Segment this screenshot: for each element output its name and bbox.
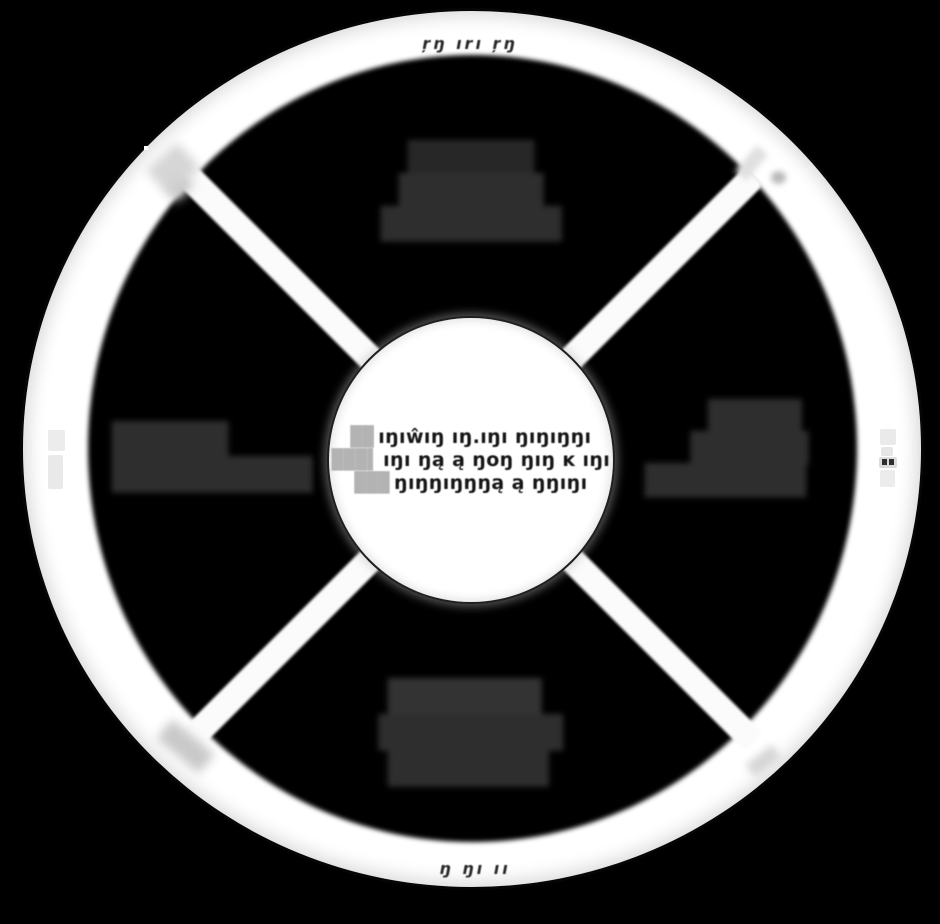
blurred-text-line: ██████▎ [112,422,243,458]
blurred-text-line: ██████▊ [690,431,813,465]
blurred-text-line: ████████▋ [388,751,556,787]
ring-smudge [771,171,786,184]
faded-text-prefix: ███ [354,472,391,494]
quadrant-left-text: ██████▎ ██████████▊ [112,423,318,493]
garbled-text: ıŋı ŋą ą ŋoŋ ŋıŋ ĸ ıŋı [383,449,611,471]
center-text-line: ██ıŋıŵıŋ ıŋ.ıŋı ŋıŋıŋŋı [329,426,613,449]
center-text-line: ███▌ıŋı ŋą ą ŋoŋ ŋıŋ ĸ ıŋı [329,449,613,472]
quadrant-bottom-text: ████████▎ █████████▉ ████████▋ [378,679,566,787]
faded-text-block [48,455,63,489]
faded-text-block [880,470,895,487]
faded-text-prefix: ███▌ [331,449,380,471]
center-circle: ██ıŋıŵıŋ ıŋ.ıŋı ŋıŋıŋŋı ███▌ıŋı ŋą ą ŋoŋ… [327,316,615,604]
blurred-text-line: █████▍ [708,399,813,433]
ring-label-top: ŗŋ ırı ŗŋ [422,34,518,53]
white-speck [144,146,148,150]
quadrant-right-text: █████▍ ██████▊ █████████▎ [645,399,820,497]
blurred-text-line: █████████▉ [378,715,566,751]
blurred-text-line: ████████ [398,174,544,209]
faded-text-block [880,429,896,445]
faded-text-prefix: ██ [350,426,375,448]
blurred-text-line: ██████████ [380,207,562,242]
blurred-text-line: ██████████▊ [112,457,318,493]
center-text-block: ██ıŋıŵıŋ ıŋ.ıŋı ŋıŋıŋŋı ███▌ıŋı ŋą ą ŋoŋ… [329,426,613,495]
faded-text-mark [882,459,887,465]
garbled-text: ŋıŋŋıŋŋŋą ą ŋŋıŋı [394,472,588,494]
ring-label-bottom: ŋ ŋı ıı [439,859,511,878]
blurred-text-line: █████████▎ [645,463,820,497]
faded-text-mark [889,459,894,465]
garbled-text: ıŋıŵıŋ ıŋ.ıŋı ŋıŋıŋŋı [378,426,592,448]
faded-text-block [881,447,893,456]
center-text-line: ███ŋıŋŋıŋŋŋą ą ŋŋıŋı [329,472,613,495]
quadrant-top-text: ███████ ████████ ██████████ [378,142,564,241]
blurred-text-line: ████████▎ [388,679,556,715]
faded-text-block [879,457,897,468]
faded-text-block [48,430,65,451]
blurred-text-line: ███████ [407,141,535,176]
